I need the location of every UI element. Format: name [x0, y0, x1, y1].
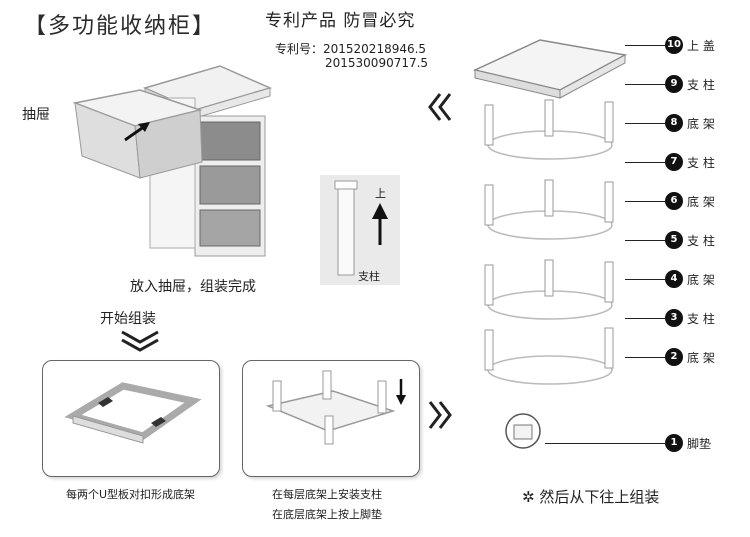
chevron-right-icon [428, 400, 452, 430]
frame-pillar-illustration [265, 370, 406, 445]
part-leader [625, 317, 665, 319]
part-name: 脚垫 [687, 436, 712, 451]
part-number-badge: 10 [665, 36, 683, 54]
footer-note: ✲ 然后从下往上组装 [522, 486, 659, 507]
part-name: 支 柱 [687, 311, 715, 326]
part-name: 底 架 [687, 194, 715, 209]
caption-done: 放入抽屉，组装完成 [130, 279, 256, 295]
part-6: 6 底 架 [625, 192, 750, 210]
part-9: 9 支 柱 [625, 75, 750, 93]
step2-caption-a: 在每层底架上安装支柱 [272, 488, 382, 501]
part-name: 底 架 [687, 350, 715, 365]
part-leader [625, 122, 665, 124]
part-leader [545, 442, 665, 444]
part-number-badge: 9 [665, 75, 683, 93]
part-number-badge: 2 [665, 348, 683, 366]
part-leader [625, 83, 665, 85]
chevron-down-icon [118, 330, 162, 352]
part-name: 上 盖 [687, 38, 715, 53]
part-7: 7 支 柱 [625, 153, 750, 171]
part-2: 2 底 架 [625, 348, 750, 366]
foot-pad-illustration [505, 413, 541, 449]
patent-number-1: 专利号：201520218946.5 [275, 42, 427, 56]
part-number-badge: 7 [665, 153, 683, 171]
footer-note-text: 然后从下往上组装 [539, 488, 660, 506]
u-board-illustration [64, 382, 202, 444]
part-number-badge: 3 [665, 309, 683, 327]
chevron-left-icon [428, 92, 452, 122]
part-number-badge: 4 [665, 270, 683, 288]
part-5: 5 支 柱 [625, 231, 750, 249]
pillar-label: 支柱 [358, 270, 380, 283]
part-name: 底 架 [687, 116, 715, 131]
pillar-panel [320, 175, 400, 285]
parts-list: 10 上 盖 9 支 柱 8 底 架 7 支 柱 6 底 架 5 支 柱 4 底… [545, 36, 750, 452]
part-leader [625, 161, 665, 163]
part-10: 10 上 盖 [625, 36, 750, 54]
part-number-badge: 8 [665, 114, 683, 132]
part-8: 8 底 架 [625, 114, 750, 132]
part-name: 支 柱 [687, 77, 715, 92]
step-box-1 [42, 360, 220, 477]
part-name: 支 柱 [687, 233, 715, 248]
step2-caption-b: 在底层底架上按上脚垫 [272, 508, 382, 521]
part-name: 支 柱 [687, 155, 715, 170]
step1-caption: 每两个U型板对扣形成底架 [66, 488, 196, 501]
part-leader [625, 200, 665, 202]
part-name: 底 架 [687, 272, 715, 287]
part-1: 1 脚垫 [545, 434, 750, 452]
step-box-2 [242, 360, 420, 477]
part-number-badge: 1 [665, 434, 683, 452]
part-4: 4 底 架 [625, 270, 750, 288]
exploded-view [465, 30, 635, 460]
patent-title: 专利产品 防冒必究 [265, 11, 416, 31]
up-label: 上 [375, 187, 386, 200]
part-leader [625, 239, 665, 241]
caption-start: 开始组装 [100, 311, 156, 327]
cabinet-illustration [70, 58, 280, 268]
star-icon: ✲ [522, 488, 535, 506]
drawer-label: 抽屉 [22, 107, 50, 123]
page-title: 【多功能收纳柜】 [24, 14, 217, 39]
part-leader [625, 278, 665, 280]
part-leader [625, 44, 665, 46]
part-number-badge: 6 [665, 192, 683, 210]
part-leader [625, 356, 665, 358]
part-number-badge: 5 [665, 231, 683, 249]
part-3: 3 支 柱 [625, 309, 750, 327]
patent-number-2: 201530090717.5 [325, 56, 429, 70]
